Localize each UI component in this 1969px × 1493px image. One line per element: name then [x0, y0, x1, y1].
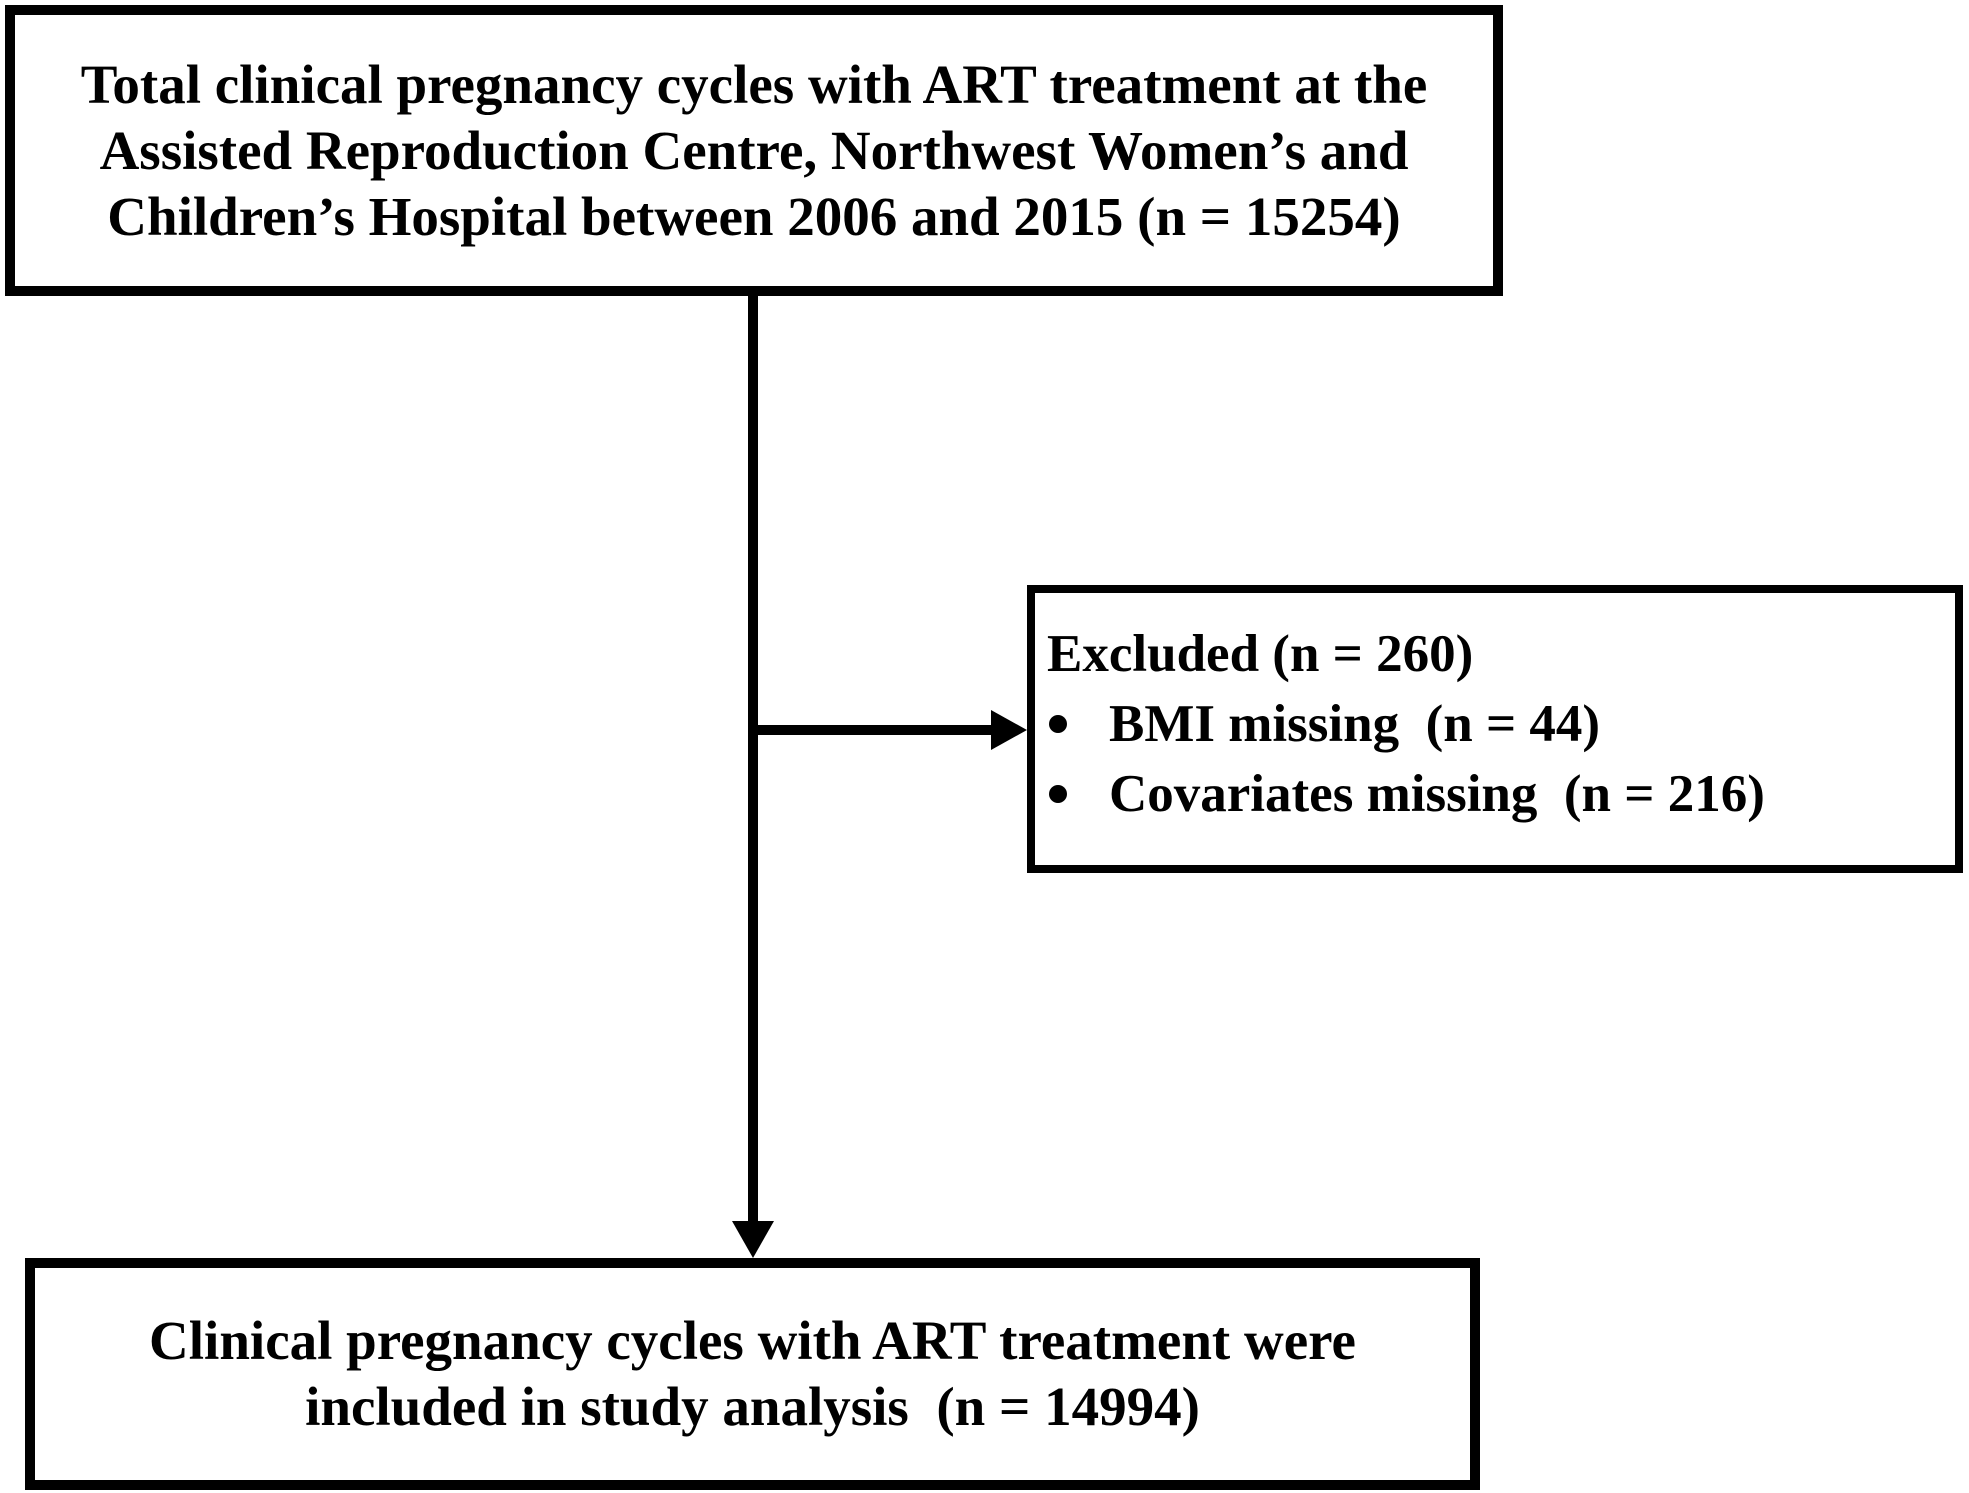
bullet-icon	[1049, 715, 1067, 733]
total-population-line-1: Total clinical pregnancy cycles with ART…	[80, 53, 1428, 115]
flow-connector-branch-excluded	[753, 725, 993, 735]
flow-box-total-population: Total clinical pregnancy cycles with ART…	[5, 5, 1503, 296]
excluded-item-bmi-missing: BMI missing (n = 44)	[1047, 689, 1937, 759]
arrowhead-right-icon	[991, 710, 1027, 750]
flow-connector-vertical	[748, 296, 758, 1222]
total-population-line-3: Children’s Hospital between 2006 and 201…	[107, 185, 1401, 247]
flow-box-excluded: Excluded (n = 260) BMI missing (n = 44) …	[1027, 585, 1963, 873]
excluded-title: Excluded (n = 260)	[1047, 625, 1474, 683]
excluded-item-label: Covariates missing (n = 216)	[1109, 765, 1765, 823]
included-analysis-line-2: included in study analysis (n = 14994)	[305, 1376, 1200, 1437]
excluded-item-covariates-missing: Covariates missing (n = 216)	[1047, 759, 1937, 829]
included-analysis-line-1: Clinical pregnancy cycles with ART treat…	[149, 1310, 1356, 1371]
total-population-line-2: Assisted Reproduction Centre, Northwest …	[99, 119, 1409, 181]
flow-box-included-analysis: Clinical pregnancy cycles with ART treat…	[25, 1258, 1480, 1490]
arrowhead-down-icon	[732, 1221, 774, 1258]
excluded-item-label: BMI missing (n = 44)	[1109, 695, 1601, 753]
bullet-icon	[1049, 785, 1067, 803]
